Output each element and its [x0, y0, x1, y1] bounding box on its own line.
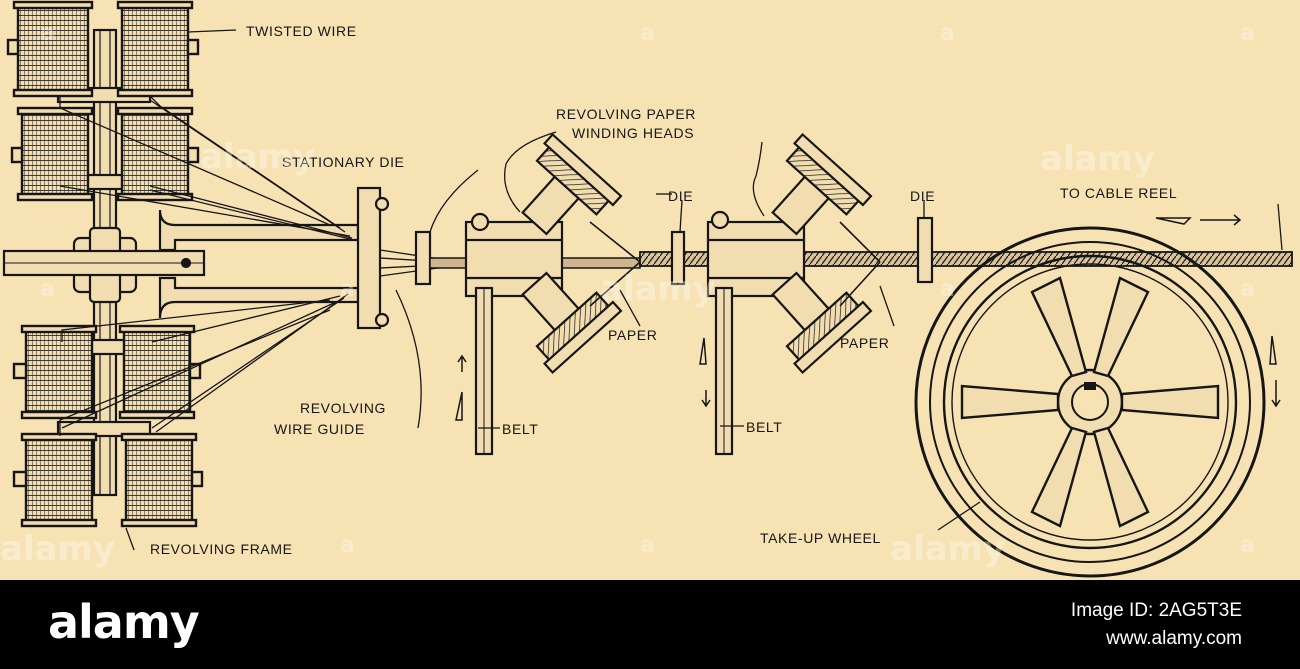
paper-strip-1	[589, 221, 641, 263]
watermark-letter: a	[940, 21, 955, 46]
take-up-wheel-icon	[914, 226, 1266, 578]
footer-image-id: Image ID: 2AG5T3E	[1070, 600, 1242, 621]
wire-spool-icon	[6, 0, 94, 98]
cable-machine-diagram: TWISTED WIRE REVOLVING PAPER WINDING HEA…	[0, 0, 1300, 580]
arrow-icon	[1269, 335, 1281, 408]
label-die-2: DIE	[910, 188, 935, 204]
arrow-icon	[699, 337, 711, 408]
paper-winding-head-1	[464, 132, 623, 456]
footer-site-url: www.alamy.com	[1106, 628, 1242, 649]
stock-footer-bar	[0, 580, 1300, 669]
label-revolving-wire-guide-1: REVOLVING	[300, 400, 386, 416]
arrow-icon	[1155, 214, 1242, 226]
watermark-letter: a	[340, 277, 355, 302]
label-twisted-wire: TWISTED WIRE	[246, 23, 357, 39]
paper-strip-2b	[839, 261, 881, 307]
watermark-letter: a	[1240, 533, 1255, 558]
watermark-letter: a	[340, 533, 355, 558]
label-belt-2: BELT	[746, 419, 782, 435]
label-belt-1: BELT	[502, 421, 538, 437]
watermark-letter: a	[1240, 277, 1255, 302]
label-take-up-wheel: TAKE-UP WHEEL	[760, 530, 881, 546]
label-stationary-die: STATIONARY DIE	[282, 154, 405, 170]
watermark-letter: a	[640, 21, 655, 46]
paper-strip-1b	[589, 261, 641, 307]
watermark-logo: alamy	[200, 137, 315, 177]
paper-winding-head-2	[706, 132, 873, 456]
watermark-letter: a	[40, 277, 55, 302]
stationary-die	[414, 230, 432, 286]
die-1	[670, 230, 686, 286]
watermark-letter: a	[940, 277, 955, 302]
watermark-logo: alamy	[0, 529, 115, 569]
leader-lines	[125, 29, 1283, 551]
label-paper-1: PAPER	[608, 327, 657, 343]
label-die-1: DIE	[668, 188, 693, 204]
wire-spool-icon	[116, 0, 200, 98]
label-paper-2: PAPER	[840, 335, 889, 351]
wire-spool-icon	[116, 106, 200, 202]
watermark-letter: a	[640, 533, 655, 558]
wire-spool-icon	[12, 432, 98, 528]
arrow-icon	[455, 354, 467, 421]
revolving-wire-guide	[158, 186, 390, 330]
label-revolving-frame: REVOLVING FRAME	[150, 541, 293, 557]
die-2	[916, 216, 934, 284]
watermark-logo: alamy	[600, 269, 715, 309]
watermark-letter: a	[1240, 21, 1255, 46]
watermark-letter: a	[40, 21, 55, 46]
watermark-logo: alamy	[890, 529, 1005, 569]
footer-brand-logo: alamy	[48, 595, 200, 649]
label-revolving-paper-1: REVOLVING PAPER	[556, 106, 696, 122]
label-revolving-wire-guide-2: WIRE GUIDE	[274, 421, 365, 437]
watermarks: alamy alamy alamy alamy alamy a a a a a …	[0, 21, 1255, 569]
label-revolving-paper-2: WINDING HEADS	[572, 125, 694, 141]
paper-strip-2	[839, 221, 881, 263]
label-to-cable-reel: TO CABLE REEL	[1060, 185, 1177, 201]
wire-spool-icon	[120, 432, 204, 528]
wire-spool-icon	[10, 106, 94, 202]
wire-spool-icon	[12, 324, 98, 420]
watermark-logo: alamy	[1040, 139, 1155, 179]
